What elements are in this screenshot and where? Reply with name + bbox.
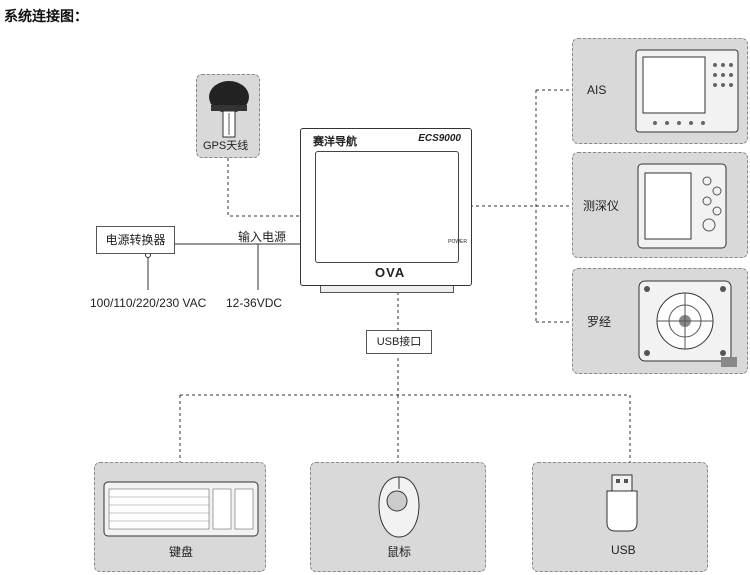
- gps-antenna-icon: [209, 81, 249, 138]
- keyboard-icon: [103, 481, 259, 537]
- display-power-label: POWER: [448, 239, 467, 245]
- keyboard-label: 键盘: [169, 545, 194, 559]
- gps-connection-line: [227, 158, 300, 217]
- display-screen: [315, 151, 459, 263]
- vdc-label: 12-36VDC: [226, 296, 283, 310]
- depth-sounder-icon: [637, 163, 727, 249]
- trackball-mouse-icon: [378, 476, 420, 538]
- gps-antenna-panel: GPS天线: [196, 74, 260, 158]
- usb-device-label: USB: [611, 543, 636, 557]
- display-brand: 赛洋导航: [313, 136, 357, 148]
- display-logo: OVA: [375, 265, 406, 280]
- display-model: ECS9000: [418, 133, 461, 144]
- mouse-label: 鼠标: [387, 545, 412, 559]
- power-converter-box: 电源转换器: [96, 226, 175, 254]
- compass-label: 罗经: [587, 315, 612, 329]
- sounder-label: 测深仪: [583, 199, 620, 213]
- sounder-panel: 测深仪: [572, 152, 748, 258]
- gps-label: GPS天线: [203, 140, 249, 152]
- display-unit: 赛洋导航 ECS9000 POWER OVA: [300, 128, 472, 286]
- input-power-label: 输入电源: [238, 230, 287, 244]
- usb-drive-icon: [606, 474, 638, 532]
- compass-icon: [638, 280, 737, 367]
- keyboard-panel: 键盘: [94, 462, 266, 572]
- compass-panel: 罗经: [572, 268, 748, 374]
- vac-label: 100/110/220/230 VAC: [90, 296, 207, 310]
- mouse-panel: 鼠标: [310, 462, 486, 572]
- ais-panel: AIS: [572, 38, 748, 144]
- display-stand: [320, 286, 454, 293]
- ais-device-icon: [635, 49, 739, 133]
- usb-port-box: USB接口: [366, 330, 432, 354]
- usb-device-panel: USB: [532, 462, 708, 572]
- ais-label: AIS: [587, 83, 607, 97]
- page-title: 系统连接图：: [4, 8, 88, 24]
